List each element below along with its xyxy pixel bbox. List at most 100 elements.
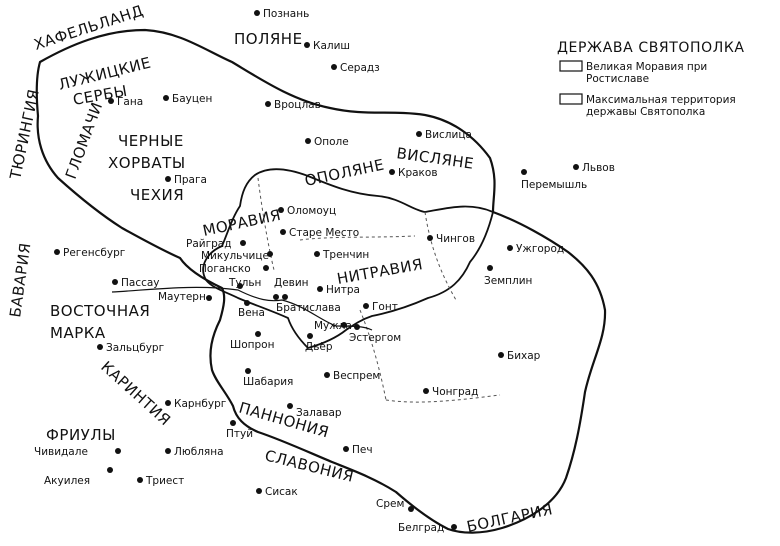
- dot-vena: [244, 300, 250, 306]
- label-praga: Прага: [174, 174, 207, 186]
- label-chingov: Чингов: [436, 233, 475, 245]
- dot-akuileya: [107, 467, 113, 473]
- dot-zemplin: [487, 265, 493, 271]
- dot-poznan: [254, 10, 260, 16]
- label-sisak: Сисак: [265, 486, 298, 498]
- dot-estergom: [354, 324, 360, 330]
- label-muzhla: Мужла: [314, 320, 352, 332]
- dot-trenchin: [314, 251, 320, 257]
- label-devin: Девин: [274, 277, 309, 289]
- label-passau: Пассау: [121, 277, 160, 289]
- region-bulgaria: БОЛГАРИЯ: [465, 500, 554, 536]
- label-zalavar: Залавар: [296, 407, 342, 419]
- dot-gana: [108, 98, 114, 104]
- label-nitra: Нитра: [326, 284, 360, 296]
- label-mikulchitse: Микульчице: [201, 250, 269, 262]
- internal-border-dashed: [257, 177, 501, 403]
- label-trenchin: Тренчин: [322, 249, 369, 261]
- dot-devin: [273, 294, 279, 300]
- label-bautsen: Бауцен: [172, 93, 212, 105]
- label-stare-mesto: Старе Место: [289, 227, 359, 239]
- label-seradz: Серадз: [340, 62, 380, 74]
- label-shopron: Шопрон: [230, 339, 274, 351]
- label-vroclav: Вроцлав: [274, 99, 321, 111]
- dot-srem: [408, 506, 414, 512]
- label-opole: Ополе: [314, 136, 349, 148]
- label-peremyshl: Перемышль: [521, 179, 587, 191]
- label-pech: Печ: [352, 444, 373, 456]
- max-territory-boundary: [35, 28, 607, 534]
- dot-vroclav: [265, 101, 271, 107]
- label-chongrad: Чонград: [432, 386, 478, 398]
- dot-opole: [305, 138, 311, 144]
- label-bihar: Бихар: [507, 350, 541, 362]
- dot-dyor: [307, 333, 313, 339]
- rostislav-boundary: [202, 168, 494, 349]
- region-polyane: ПОЛЯНЕ: [234, 30, 303, 48]
- legend-item-2-line-1: Максимальная территория: [586, 94, 736, 106]
- label-regensburg: Регенсбург: [63, 247, 125, 259]
- legend-item-1-line-2: Ростиславе: [586, 73, 649, 85]
- label-vesprem: Веспрем: [333, 370, 380, 382]
- dot-stare-mesto: [280, 229, 286, 235]
- label-vislitsa: Вислица: [425, 129, 472, 141]
- label-mautern: Маутерн: [158, 291, 206, 303]
- dot-mikulchitse: [267, 251, 273, 257]
- label-zemplin: Земплин: [484, 275, 532, 287]
- dot-lyublyana: [165, 448, 171, 454]
- label-chividale: Чивидале: [34, 446, 88, 458]
- dot-seradz: [331, 64, 337, 70]
- region-glomachi: ГЛОМАЧИ: [62, 100, 106, 182]
- label-krakov: Краков: [398, 167, 438, 179]
- dot-zalavar: [287, 403, 293, 409]
- dot-sisak: [256, 488, 262, 494]
- dot-peremyshl: [521, 169, 527, 175]
- label-uzhgorod: Ужгород: [516, 243, 564, 255]
- region-bavaria: БАВАРИЯ: [6, 241, 34, 318]
- dot-regensburg: [54, 249, 60, 255]
- dot-krakov: [389, 169, 395, 175]
- dot-bratislava: [282, 294, 288, 300]
- dot-vislitsa: [416, 131, 422, 137]
- dot-karnburg: [165, 400, 171, 406]
- dot-lvov: [573, 164, 579, 170]
- region-hafelland: ХАФЕЛЬЛАНД: [32, 1, 146, 53]
- dot-poganсko: [263, 265, 269, 271]
- dot-shabariya: [245, 368, 251, 374]
- region-moravia: МОРАВИЯ: [201, 206, 283, 240]
- dot-vesprem: [324, 372, 330, 378]
- legend-item-2-line-2: державы Святополка: [586, 106, 705, 118]
- legend-item-1-line-1: Великая Моравия при: [586, 61, 707, 73]
- legend-box-rostislav: [559, 60, 583, 72]
- region-white-croats-2: ХОРВАТЫ: [108, 154, 186, 172]
- label-lyublyana: Любляна: [174, 446, 224, 458]
- dot-mautern: [206, 295, 212, 301]
- dot-gont: [363, 303, 369, 309]
- label-belgrad: Белград: [398, 522, 444, 534]
- label-shabariya: Шабария: [243, 376, 293, 388]
- legend-title: ДЕРЖАВА СВЯТОПОЛКА: [557, 40, 745, 56]
- region-east-mark-1: ВОСТОЧНАЯ: [50, 302, 150, 320]
- dot-shopron: [255, 331, 261, 337]
- label-dyor: Дьёр: [305, 341, 333, 353]
- region-opolyane: ОПОЛЯНЕ: [303, 155, 386, 189]
- label-bratislava: Братислава: [276, 302, 341, 314]
- dot-passau: [112, 279, 118, 285]
- dot-bautsen: [163, 95, 169, 101]
- label-triest: Триест: [145, 475, 184, 487]
- dot-chividale: [115, 448, 121, 454]
- dot-uzhgorod: [507, 245, 513, 251]
- label-estergom: Эстергом: [349, 332, 401, 344]
- region-carinthia: КАРИНТИЯ: [97, 358, 174, 430]
- dot-pech: [343, 446, 349, 452]
- dot-praga: [165, 176, 171, 182]
- label-ptui: Птуй: [226, 428, 253, 440]
- label-gana: Гана: [117, 96, 143, 108]
- label-tuln: Тульн: [228, 277, 261, 289]
- region-east-mark-2: МАРКА: [50, 324, 106, 342]
- label-lvov: Львов: [582, 162, 615, 174]
- dot-nitra: [317, 286, 323, 292]
- label-raigrad: Райград: [186, 238, 231, 250]
- dot-belgrad: [451, 524, 457, 530]
